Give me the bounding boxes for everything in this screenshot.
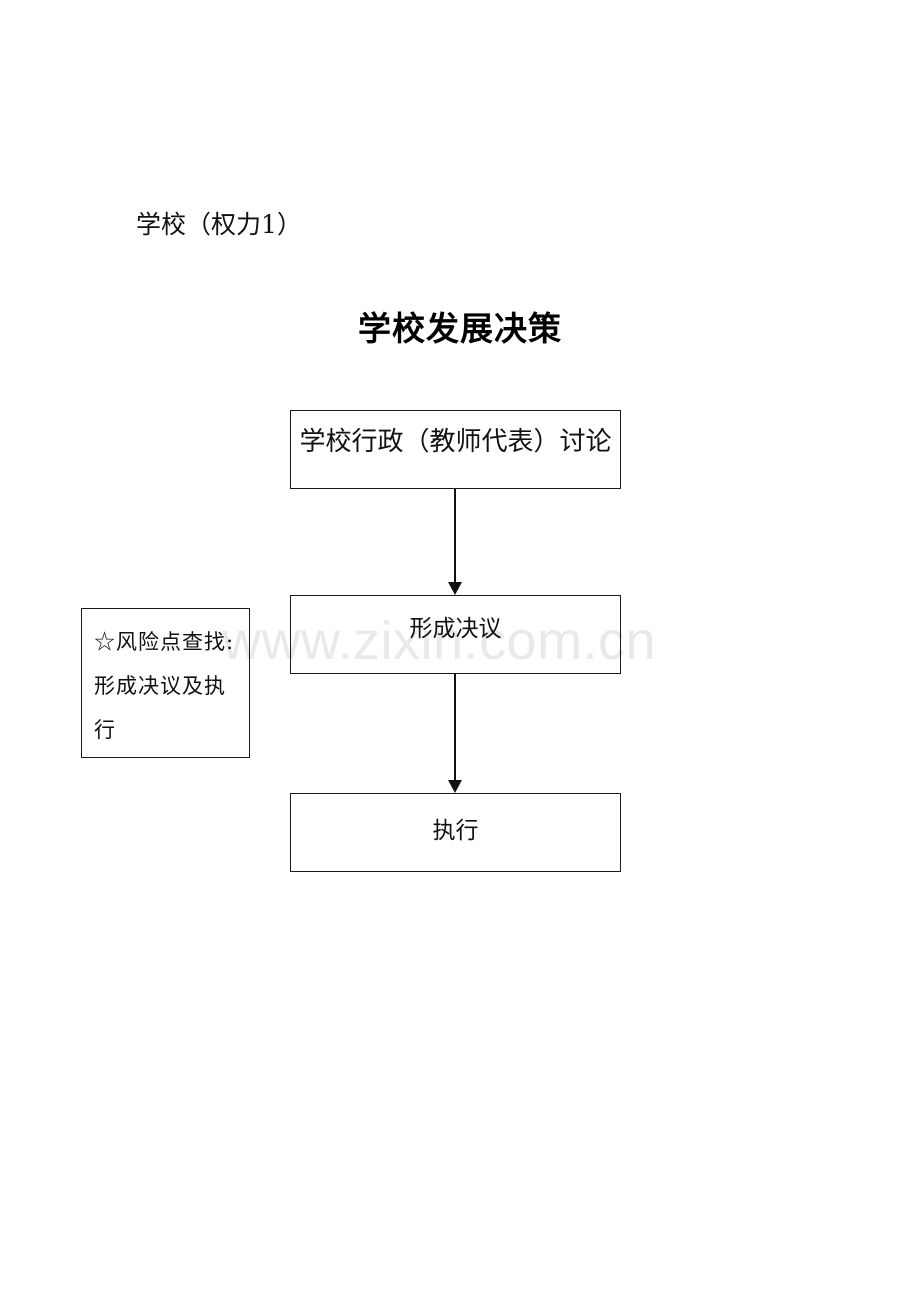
risk-point-note: ☆风险点查找: 形成决议及执 行 xyxy=(81,608,250,758)
risk-note-heading: 风险点查找: xyxy=(116,630,235,654)
star-icon: ☆ xyxy=(94,630,116,654)
risk-note-line-3: 行 xyxy=(94,718,116,742)
risk-note-line-2: 形成决议及执 xyxy=(94,674,226,698)
arrow-head-icon xyxy=(448,780,462,793)
flow-node-resolution-label: 形成决议 xyxy=(409,616,502,642)
flow-node-execute-label: 执行 xyxy=(432,818,479,844)
flow-node-discuss: 学校行政（教师代表）讨论 xyxy=(290,410,621,489)
document-label: 学校（权力1） xyxy=(136,210,302,239)
arrow-head-icon xyxy=(448,582,462,595)
flow-node-resolution: 形成决议 xyxy=(290,595,621,674)
page-title: 学校发展决策 xyxy=(358,309,562,348)
flow-node-execute: 执行 xyxy=(290,793,621,872)
arrow-shaft xyxy=(454,674,456,780)
flow-arrow-resolution-to-execute xyxy=(448,674,462,793)
risk-note-line-1: ☆风险点查找: xyxy=(94,620,241,664)
flow-arrow-discuss-to-resolution xyxy=(448,489,462,595)
arrow-shaft xyxy=(454,489,456,582)
flow-node-discuss-label: 学校行政（教师代表）讨论 xyxy=(299,427,612,457)
